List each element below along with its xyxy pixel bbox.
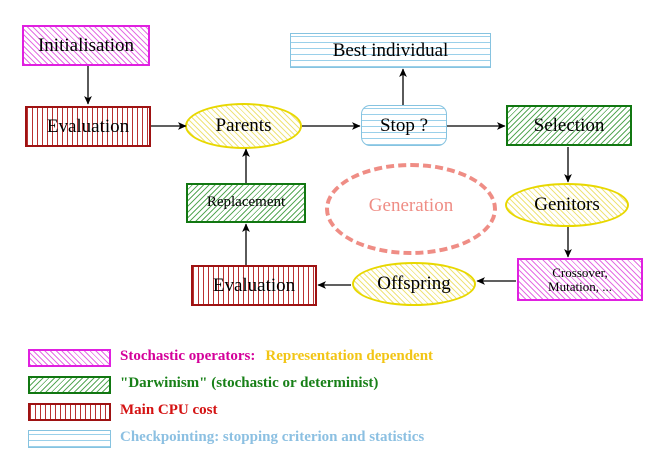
- node-selection: Selection: [506, 105, 632, 146]
- legend-label-checkpointing-primary: Checkpointing: stopping criterion and st…: [120, 429, 425, 445]
- node-best-individual: Best individual: [290, 33, 491, 68]
- legend-label-main-cpu-cost: Main CPU cost: [120, 402, 218, 419]
- node-crossover: Crossover, Mutation, ...: [517, 258, 643, 301]
- node-stop: Stop ?: [361, 105, 447, 146]
- legend-label-stochastic-operators: Stochastic operators: Representation depe…: [120, 348, 433, 365]
- node-evaluation-top: Evaluation: [25, 106, 151, 147]
- generation-label: Generation: [368, 194, 454, 216]
- node-replacement: Replacement: [186, 183, 306, 223]
- legend-swatch-checkpointing: [28, 430, 111, 448]
- legend-label-stochastic-operators-primary: Stochastic operators:: [120, 348, 256, 364]
- node-parents: Parents: [185, 103, 302, 149]
- legend-swatch-main-cpu-cost: [28, 403, 111, 421]
- node-evaluation-bot: Evaluation: [191, 265, 317, 306]
- node-genitors: Genitors: [505, 183, 629, 227]
- legend-swatch-darwinism: [28, 376, 111, 394]
- legend-label-checkpointing: Checkpointing: stopping criterion and st…: [120, 429, 424, 446]
- legend-label-stochastic-operators-secondary: Representation dependent: [265, 348, 434, 364]
- generation-ellipse: [325, 163, 497, 255]
- legend-label-darwinism: "Darwinism" (stochastic or determinist): [120, 375, 378, 392]
- legend-label-main-cpu-cost-primary: Main CPU cost: [120, 402, 218, 418]
- node-initialisation: Initialisation: [22, 25, 150, 66]
- legend-label-darwinism-primary: "Darwinism" (stochastic or determinist): [120, 375, 379, 391]
- node-offspring: Offspring: [352, 262, 476, 306]
- legend-swatch-stochastic-operators: [28, 349, 111, 367]
